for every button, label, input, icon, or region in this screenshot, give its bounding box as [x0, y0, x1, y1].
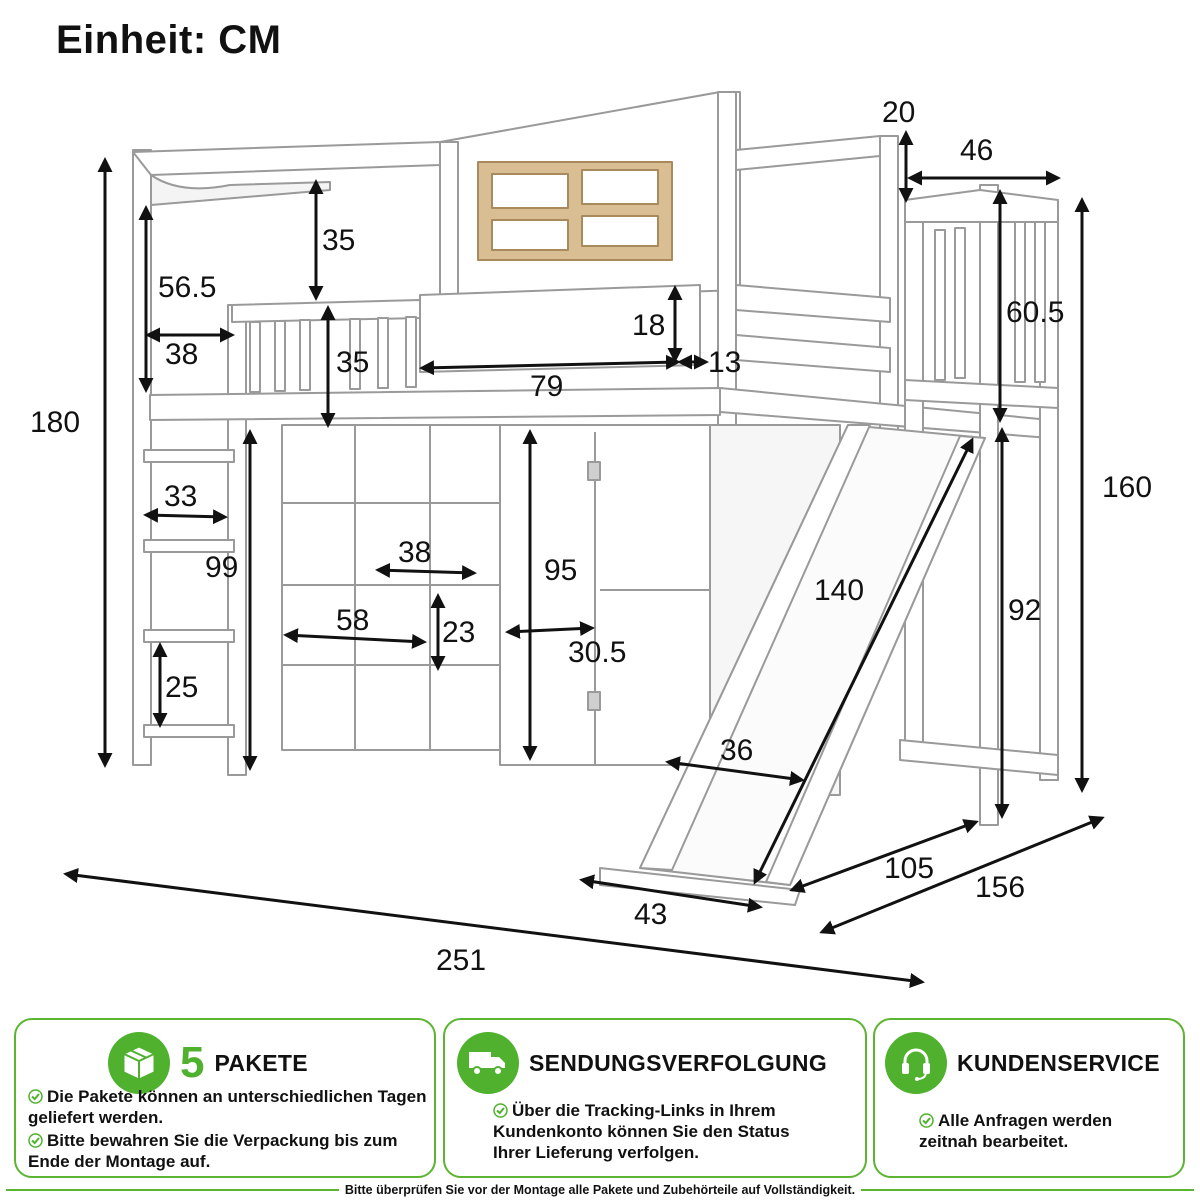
packages-info-box: 5 PAKETE Die Pakete können an unterschie… — [14, 1018, 436, 1178]
unit-title: Einheit: CM — [56, 18, 282, 62]
packages-item-2: Bitte bewahren Sie die Verpackung bis zu… — [28, 1131, 398, 1171]
dim-slide-width: 36 — [720, 734, 753, 767]
packages-title: PAKETE — [214, 1049, 308, 1076]
dim-window-rail-height: 18 — [632, 309, 665, 342]
check-icon — [28, 1088, 43, 1104]
dim-ladder-width: 33 — [164, 480, 197, 513]
tracking-info-box: SENDUNGSVERFOLGUNG Über die Tracking-Lin… — [443, 1018, 867, 1178]
dimension-arrows — [63, 130, 1105, 988]
dim-rail-opening: 79 — [530, 370, 563, 403]
check-icon — [919, 1112, 934, 1128]
service-info-box: KUNDENSERVICE Alle Anfragen werden zeitn… — [873, 1018, 1185, 1178]
dim-depth: 156 — [975, 871, 1025, 904]
delivery-truck-icon — [457, 1032, 519, 1094]
dim-slide-length: 140 — [814, 574, 864, 607]
dim-wardrobe-depth: 30.5 — [568, 636, 626, 669]
dim-step-spacing: 25 — [165, 671, 198, 704]
dim-guardrail-height: 35 — [336, 346, 369, 379]
dim-headroom: 56.5 — [158, 271, 216, 304]
check-icon — [28, 1132, 43, 1148]
service-item-1: Alle Anfragen werden zeitnah bearbeitet. — [919, 1111, 1113, 1151]
dim-total-height: 180 — [30, 406, 80, 439]
dim-rail-width: 38 — [165, 338, 198, 371]
footer-note: Bitte überprüfen Sie vor der Montage all… — [0, 1180, 1200, 1200]
packages-item-1: Die Pakete können an unterschiedlichen T… — [28, 1087, 427, 1127]
dim-side-height: 160 — [1102, 471, 1152, 504]
dim-wardrobe-height: 95 — [544, 554, 577, 587]
dim-inner-width: 105 — [884, 852, 934, 885]
check-icon — [493, 1102, 508, 1118]
dim-shelf-height: 23 — [442, 616, 475, 649]
package-count: 5 — [180, 1038, 205, 1087]
footer-text: Bitte überprüfen Sie vor der Montage all… — [344, 1183, 856, 1197]
headset-icon — [885, 1032, 947, 1094]
package-box-icon — [108, 1032, 170, 1094]
dim-shelf-width-small: 38 — [398, 536, 431, 569]
footer-divider-left — [6, 1189, 339, 1191]
tracking-title: SENDUNGSVERFOLGUNG — [529, 1049, 828, 1076]
dim-slide-foot: 43 — [634, 898, 667, 931]
service-title: KUNDENSERVICE — [957, 1049, 1160, 1076]
dim-roof-gap: 35 — [322, 224, 355, 257]
footer-divider-right — [861, 1189, 1194, 1191]
dim-platform-side-height: 60.5 — [1006, 296, 1064, 329]
tracking-item-1: Über die Tracking-Links in Ihrem Kundenk… — [493, 1101, 790, 1162]
dim-shelf-width: 58 — [336, 604, 369, 637]
dim-rail-gap: 13 — [708, 346, 741, 379]
dim-under-height: 99 — [205, 551, 238, 584]
dim-platform-depth: 46 — [960, 134, 993, 167]
dim-length: 251 — [436, 944, 486, 977]
loft-bed-illustration — [132, 91, 1059, 906]
dim-platform-height: 92 — [1008, 594, 1041, 627]
bed-dimension-diagram: 180 20 46 35 56.5 38 35 18 79 13 60.5 16… — [30, 91, 1152, 988]
dim-top-rail-height: 20 — [882, 96, 915, 129]
